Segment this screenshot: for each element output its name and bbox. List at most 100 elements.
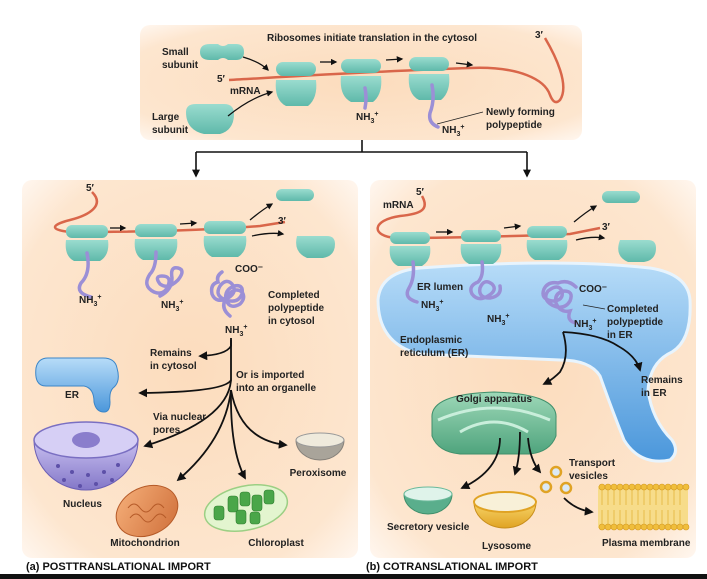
panel-b-mrna: [376, 195, 601, 240]
panel-a-nh3-2: NH3+: [161, 299, 183, 313]
panel-a-branch-arrows: [138, 338, 288, 482]
panel-a-arrow-release-small: [249, 203, 274, 221]
panel-b-polypeptide-1: [405, 260, 419, 304]
ribosome-3: [408, 57, 450, 129]
small-subunit-label-1: Small: [162, 47, 189, 58]
panel-a-completed-3: in cytosol: [268, 316, 315, 327]
panel-a-released-large-subunit: [296, 236, 335, 258]
arrow-to-nucleus: [143, 379, 232, 449]
panel-b-arrow-release-small: [573, 205, 598, 223]
panel-a-completed-2: polypeptide: [268, 303, 325, 314]
panel-b-polypeptide-2: [469, 260, 503, 301]
panel-b-arrow-2: [503, 223, 522, 230]
transport-vesicles-icon: [539, 465, 573, 495]
secretory-vesicle-icon: [403, 486, 453, 515]
mitochondrion-icon: [115, 484, 179, 538]
panel-b-nh3-1: NH3+: [421, 299, 443, 313]
panel-a-ribosome-3: [203, 221, 247, 257]
panel-a-peroxisome-label: Peroxisome: [290, 468, 347, 479]
top-panel: Ribosomes initiate translation in the cy…: [140, 25, 582, 140]
large-subunit-label-2: subunit: [152, 125, 189, 136]
small-subunit-icon: [200, 44, 244, 60]
nucleus-icon: [33, 421, 139, 491]
arrow-translation-2: [385, 56, 404, 63]
arrow-large-subunit: [227, 90, 274, 117]
panel-a-chloroplast-label: Chloroplast: [248, 538, 304, 549]
panel-a-remains-1: Remains: [150, 348, 192, 359]
panel-a-five-prime: 5′: [86, 183, 95, 194]
golgi-apparatus-icon: [431, 391, 557, 455]
panel-a-imported-1: Or is imported: [236, 370, 304, 381]
panel-a-nuclear-pores-1: Via nuclear: [153, 412, 206, 423]
ribosome-2: [340, 59, 382, 110]
panel-b-completed-1: Completed: [607, 304, 659, 315]
panel-b-golgi-label: Golgi apparatus: [456, 394, 533, 405]
panel-b-completed-3: in ER: [607, 330, 633, 341]
arrow-translation-3: [455, 61, 474, 68]
panel-b-completed-2: polypeptide: [607, 317, 664, 328]
ribosome-1: [275, 62, 317, 106]
panel-b-ribosome-1: [389, 232, 431, 266]
panel-a-nucleus-label: Nucleus: [63, 499, 102, 510]
panel-b-mrna-label: mRNA: [383, 200, 414, 211]
panel-b-nh3-2: NH3+: [487, 313, 509, 327]
large-subunit-icon: [186, 104, 234, 134]
panel-b-er-name-1: Endoplasmic: [400, 335, 463, 346]
panel-a-coo-label: COO⁻: [235, 264, 263, 275]
panel-b-er-name-2: reticulum (ER): [400, 348, 468, 359]
arrow-remains-er: [562, 331, 643, 372]
arrow-to-golgi: [542, 331, 567, 385]
panel-b-five-prime: 5′: [416, 187, 425, 198]
panel-b-released-large-subunit: [618, 240, 656, 262]
panel-b-released-small-subunit: [602, 191, 640, 203]
panel-a-posttranslational: 5′ 3′ NH3+ NH3+ NH3+ COO⁻ Completed poly…: [22, 180, 358, 558]
panel-a-completed-1: Completed: [268, 290, 320, 301]
panel-b-golgi-arrows: [460, 431, 594, 516]
panel-a-ribosome-2: [134, 224, 178, 260]
arrow-to-chloroplast: [230, 389, 246, 480]
panel-b-ribosome-3: [526, 226, 568, 260]
nh3-label-1: NH3+: [356, 111, 378, 125]
bottom-bar: [0, 574, 707, 579]
panel-b-coo-label: COO⁻: [579, 284, 607, 295]
panel-b-nh3-3: NH3+: [574, 318, 596, 332]
panel-b-er-lumen-label: ER lumen: [417, 282, 463, 293]
panel-a-nuclear-pores-2: pores: [153, 425, 181, 436]
newly-forming-label-2: polypeptide: [486, 120, 543, 131]
panel-b-cotranslational: 5′ mRNA 3′ ER lumen NH3+ NH3+ NH3+ COO⁻: [370, 180, 696, 558]
panel-b-three-prime: 3′: [602, 222, 611, 233]
panel-a-mitochondrion-label: Mitochondrion: [110, 538, 179, 549]
mrna-strand: [228, 37, 565, 104]
panel-a-completed-polypeptide: [209, 270, 246, 318]
arrow-to-mitochondrion: [176, 389, 232, 482]
panel-a-caption: (a)POSTTRANSLATIONAL IMPORT: [26, 561, 211, 573]
panel-b-caption: (b)COTRANSLATIONAL IMPORT: [366, 561, 538, 573]
panel-a-imported-2: into an organelle: [236, 383, 316, 394]
panel-b-arrow-release-large: [575, 233, 606, 241]
arrow-to-vesicles: [527, 437, 542, 474]
arrow-to-lysosome: [512, 431, 522, 476]
mrna-label: mRNA: [230, 86, 261, 97]
peroxisome-icon: [295, 432, 345, 461]
plasma-membrane-icon: [598, 483, 690, 531]
panel-a-arrow-2: [179, 220, 198, 227]
large-subunit-label-1: Large: [152, 112, 180, 123]
panel-a-er-label: ER: [65, 390, 80, 401]
panel-a-ribosome-1: [65, 225, 109, 261]
arrow-to-peroxisome: [230, 389, 288, 449]
branch-connector: [192, 140, 531, 178]
top-panel-title: Ribosomes initiate translation in the cy…: [267, 33, 477, 44]
panel-b-transport-2: vesicles: [569, 471, 608, 482]
five-prime-label: 5′: [217, 74, 226, 85]
small-subunit-label-2: subunit: [162, 60, 199, 71]
leader-newly-forming: [436, 111, 484, 125]
panel-a-polypeptide-1: [77, 251, 93, 299]
chloroplast-icon: [203, 484, 289, 532]
panel-a-polypeptide-2: [145, 250, 184, 298]
arrow-small-subunit: [242, 56, 269, 71]
polypeptide-growing: [427, 83, 440, 129]
panel-a-nh3-3: NH3+: [225, 324, 247, 338]
panel-a-remains-2: in cytosol: [150, 361, 197, 372]
panel-a-released-small-subunit: [276, 189, 314, 201]
